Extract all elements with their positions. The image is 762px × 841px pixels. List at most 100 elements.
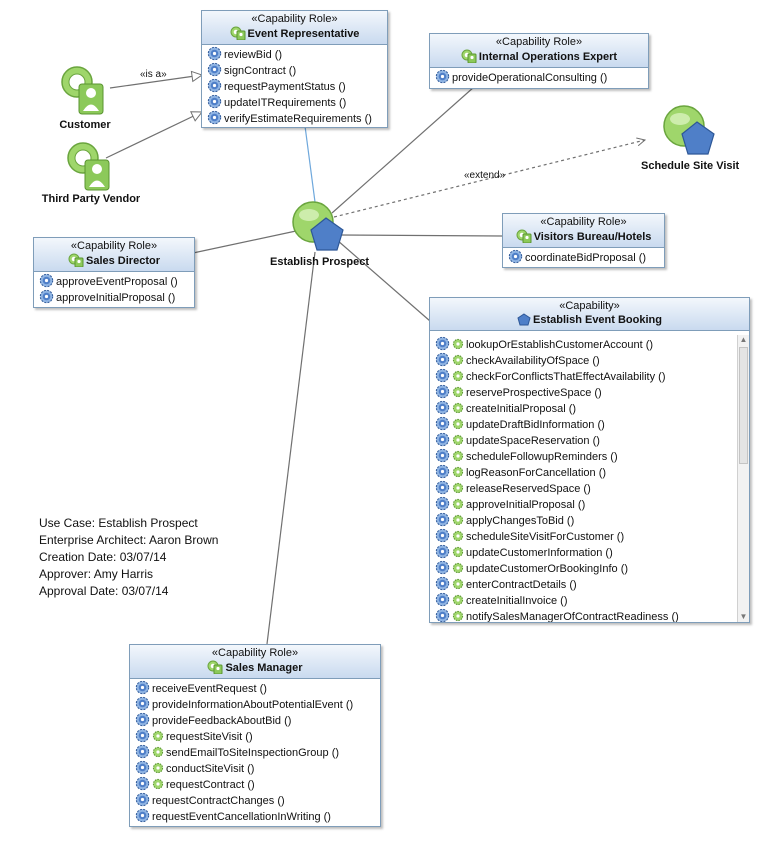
operation-item[interactable]: updateCustomerInformation ()	[430, 544, 737, 560]
operation-item[interactable]: requestContract ()	[130, 776, 380, 792]
operation-item[interactable]: requestSiteVisit ()	[130, 728, 380, 744]
operation-gear-icon	[135, 712, 152, 727]
operation-item[interactable]: createInitialProposal ()	[430, 400, 737, 416]
operation-gear-icon	[135, 792, 152, 807]
scroll-up-arrow[interactable]: ▲	[739, 335, 748, 344]
operation-label: scheduleSiteVisitForCustomer ()	[466, 531, 625, 543]
operation-item[interactable]: updateITRequirements ()	[202, 94, 387, 110]
operation-label: verifyEstimateRequirements ()	[224, 113, 372, 125]
operation-label: updateCustomerOrBookingInfo ()	[466, 563, 629, 575]
operation-item[interactable]: approveInitialProposal ()	[430, 496, 737, 512]
operation-gear-icon	[135, 744, 166, 759]
operation-list: coordinateBidProposal ()	[503, 248, 664, 267]
operation-label: conductSiteVisit ()	[166, 763, 255, 775]
operation-item[interactable]: enterContractDetails ()	[430, 576, 737, 592]
establish-event-booking-box[interactable]: «Capability» Establish Event Booking loo…	[429, 297, 750, 623]
operation-item[interactable]: logReasonForCancellation ()	[430, 464, 737, 480]
operation-label: approveInitialProposal ()	[56, 292, 176, 304]
operation-label: lookupOrEstablishCustomerAccount ()	[466, 339, 654, 351]
operation-gear-icon	[435, 608, 466, 622]
operation-item[interactable]: reserveProspectiveSpace ()	[430, 384, 737, 400]
operation-item[interactable]: updateDraftBidInformation ()	[430, 416, 737, 432]
actor-label: Customer	[59, 119, 111, 131]
operation-label: updateDraftBidInformation ()	[466, 419, 605, 431]
operation-label: updateCustomerInformation ()	[466, 547, 613, 559]
visitors-bureau-hotels-box[interactable]: «Capability Role»Visitors Bureau/Hotels c…	[502, 213, 665, 268]
actor-label: Third Party Vendor	[41, 193, 141, 205]
operation-gear-icon	[435, 69, 452, 84]
operation-item[interactable]: notifySalesManagerOfContractReadiness ()	[430, 608, 737, 622]
operation-label: applyChangesToBid ()	[466, 515, 575, 527]
operation-label: coordinateBidProposal ()	[525, 252, 647, 264]
scroll-thumb[interactable]	[739, 347, 748, 464]
operation-gear-icon	[435, 384, 466, 399]
operation-item[interactable]: provideOperationalConsulting ()	[430, 69, 648, 85]
operation-item[interactable]: receiveEventRequest ()	[130, 680, 380, 696]
operation-item[interactable]: reviewBid ()	[202, 46, 387, 62]
operation-gear-icon	[39, 289, 56, 304]
link-sales-director	[192, 230, 297, 254]
operation-gear-icon	[207, 62, 224, 77]
third-party-vendor-actor[interactable]: Third Party Vendor	[36, 140, 146, 205]
operation-label: provideOperationalConsulting ()	[452, 72, 608, 84]
note-approval-date: Approval Date: 03/07/14	[39, 584, 169, 598]
operation-gear-icon	[435, 480, 466, 495]
operation-gear-icon	[435, 544, 466, 559]
operation-item[interactable]: approveEventProposal ()	[34, 273, 194, 289]
operation-label: createInitialProposal ()	[466, 403, 577, 415]
box-title: Visitors Bureau/Hotels	[505, 229, 662, 244]
capability-role-icon	[68, 253, 86, 268]
operation-gear-icon	[135, 680, 152, 695]
operation-item[interactable]: conductSiteVisit ()	[130, 760, 380, 776]
operation-gear-icon	[135, 776, 166, 791]
operation-item[interactable]: provideFeedbackAboutBid ()	[130, 712, 380, 728]
operation-item[interactable]: requestPaymentStatus ()	[202, 78, 387, 94]
operation-item[interactable]: provideInformationAboutPotentialEvent ()	[130, 696, 380, 712]
establish-prospect-usecase-icon[interactable]	[291, 200, 347, 256]
operation-item[interactable]: scheduleSiteVisitForCustomer ()	[430, 528, 737, 544]
link-internal-ops	[331, 86, 475, 214]
operation-label: receiveEventRequest ()	[152, 683, 267, 695]
establish-prospect-label: Establish Prospect	[270, 256, 370, 268]
link-sales-manager	[266, 251, 316, 645]
operation-gear-icon	[435, 432, 466, 447]
operation-label: releaseReservedSpace ()	[466, 483, 591, 495]
operation-item[interactable]: scheduleFollowupReminders ()	[430, 448, 737, 464]
generalization-third-party	[105, 112, 202, 159]
operation-item[interactable]: updateSpaceReservation ()	[430, 432, 737, 448]
scroll-down-arrow[interactable]: ▼	[739, 612, 748, 621]
capability-role-icon	[207, 660, 225, 675]
box-header: «Capability Role»Visitors Bureau/Hotels	[503, 214, 664, 248]
operation-gear-icon	[135, 696, 152, 711]
link-event-representative	[304, 125, 316, 203]
operation-item[interactable]: signContract ()	[202, 62, 387, 78]
operation-item[interactable]: lookupOrEstablishCustomerAccount ()	[430, 336, 737, 352]
customer-actor[interactable]: Customer	[40, 64, 130, 131]
operation-item[interactable]: createInitialInvoice ()	[430, 592, 737, 608]
operation-label: updateSpaceReservation ()	[466, 435, 600, 447]
operation-item[interactable]: requestEventCancellationInWriting ()	[130, 808, 380, 824]
operation-item[interactable]: checkForConflictsThatEffectAvailability …	[430, 368, 737, 384]
operation-label: requestSiteVisit ()	[166, 731, 253, 743]
operation-item[interactable]: coordinateBidProposal ()	[503, 249, 664, 265]
operation-item[interactable]: applyChangesToBid ()	[430, 512, 737, 528]
operation-gear-icon	[207, 46, 224, 61]
operation-item[interactable]: releaseReservedSpace ()	[430, 480, 737, 496]
schedule-site-visit-usecase-icon[interactable]	[662, 104, 718, 160]
operation-item[interactable]: verifyEstimateRequirements ()	[202, 110, 387, 126]
operation-item[interactable]: checkAvailabilityOfSpace ()	[430, 352, 737, 368]
operation-gear-icon	[435, 400, 466, 415]
box-stereotype: «Capability Role»	[251, 13, 338, 25]
vertical-scrollbar[interactable]: ▲ ▼	[737, 335, 749, 622]
operation-item[interactable]: requestContractChanges ()	[130, 792, 380, 808]
operation-list: approveEventProposal () approveInitialPro…	[34, 272, 194, 307]
operation-item[interactable]: approveInitialProposal ()	[34, 289, 194, 305]
operation-label: sendEmailToSiteInspectionGroup ()	[166, 747, 340, 759]
operation-item[interactable]: sendEmailToSiteInspectionGroup ()	[130, 744, 380, 760]
internal-operations-expert-box[interactable]: «Capability Role»Internal Operations Exp…	[429, 33, 649, 89]
operation-item[interactable]: updateCustomerOrBookingInfo ()	[430, 560, 737, 576]
